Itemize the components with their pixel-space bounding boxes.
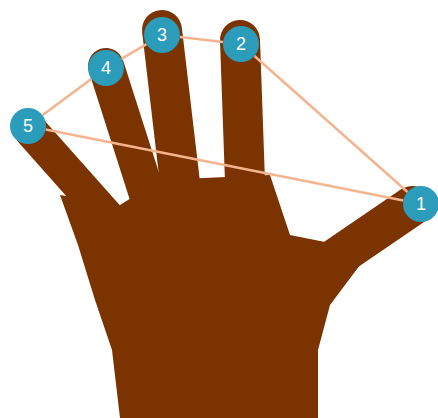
callout-number: 2 xyxy=(236,35,246,53)
callout-circle: 2 xyxy=(223,26,259,62)
connector-line xyxy=(46,130,404,201)
connector-line xyxy=(254,56,407,192)
callout-circle: 4 xyxy=(88,50,124,86)
callout-number: 5 xyxy=(23,117,33,135)
connector-line xyxy=(180,37,223,42)
callout-number: 1 xyxy=(416,195,426,213)
callout-circle: 5 xyxy=(10,108,46,144)
callout-number: 4 xyxy=(101,59,111,77)
connector-line xyxy=(42,79,91,116)
connector-line xyxy=(122,44,147,59)
callout-circle: 1 xyxy=(403,186,438,222)
callout-circle: 3 xyxy=(144,17,180,53)
callout-number: 3 xyxy=(157,26,167,44)
